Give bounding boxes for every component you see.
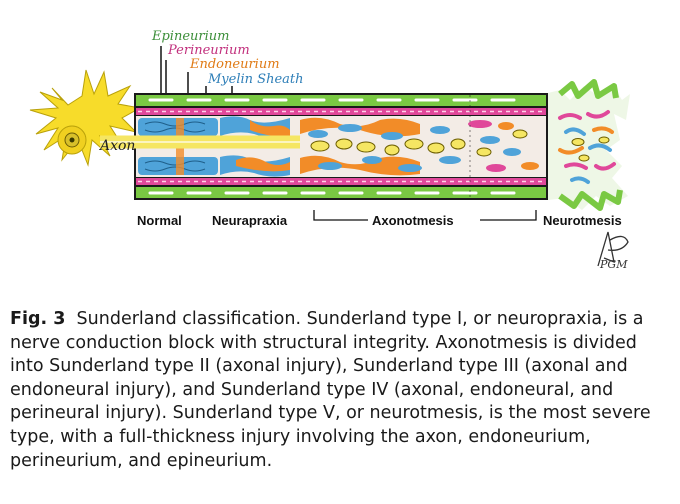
signature-text: PGM <box>599 258 628 271</box>
axonotmesis-segment <box>300 117 539 176</box>
stage-normal: Normal <box>137 213 182 228</box>
nerve-trunk <box>100 93 548 200</box>
figure-caption: Fig. 3 Sunderland classification. Sunder… <box>10 308 674 473</box>
label-perineurium: Perineurium <box>167 43 250 58</box>
stage-axonotmesis: Axonotmesis <box>372 213 454 228</box>
stage-neurapraxia: Neurapraxia <box>212 213 288 228</box>
artist-signature: PGM <box>597 231 629 271</box>
nerve-injury-diagram: Epineurium Perineurium Endoneurium Myeli… <box>29 29 630 271</box>
label-endoneurium: Endoneurium <box>189 57 280 72</box>
caption-figure-label: Fig. 3 <box>10 309 66 329</box>
stage-labels: Normal Neurapraxia Axonotmesis Neurotmes… <box>137 210 622 228</box>
neurapraxia-segment <box>220 116 290 177</box>
label-axon: Axon <box>98 138 135 154</box>
label-epineurium: Epineurium <box>151 29 229 44</box>
neurotmesis-segment <box>548 79 630 211</box>
caption-text: Sunderland classification. Sunderland ty… <box>10 309 651 471</box>
label-myelin-sheath: Myelin Sheath <box>207 72 304 87</box>
axonotmesis-bracket <box>313 210 537 221</box>
stage-neurotmesis: Neurotmesis <box>543 213 622 228</box>
